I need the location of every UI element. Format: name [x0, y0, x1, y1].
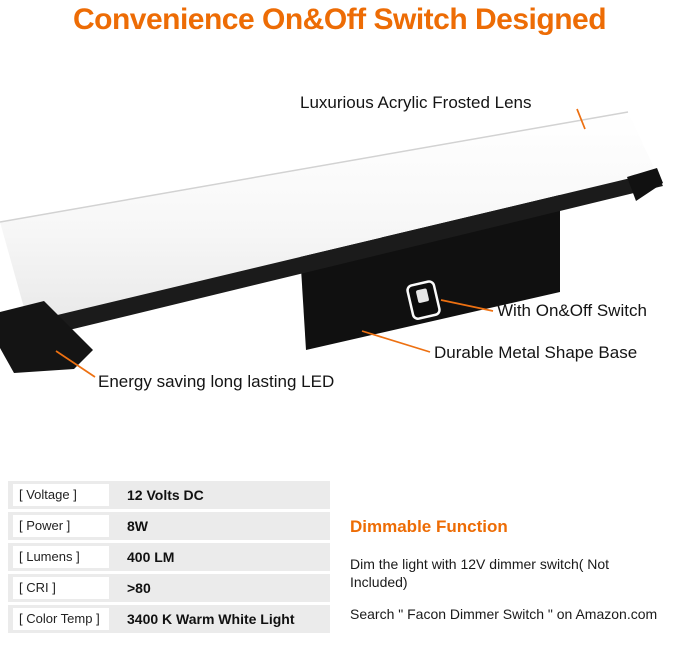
spec-value-cri: >80	[127, 580, 151, 596]
left-end-cap	[0, 301, 93, 373]
metal-base	[300, 192, 560, 350]
leader-line-switch	[440, 299, 494, 312]
spec-value-power: 8W	[127, 518, 148, 534]
annotation-lens: Luxurious Acrylic Frosted Lens	[300, 93, 532, 112]
spec-label-voltage: [ Voltage ]	[13, 484, 109, 506]
spec-label-cri: [ CRI ]	[13, 577, 109, 599]
leader-line-base	[361, 330, 431, 353]
spec-row-color-temp: [ Color Temp ] 3400 K Warm White Light	[8, 605, 330, 633]
annotation-led: Energy saving long lasting LED	[98, 372, 335, 391]
dimmable-section: Dimmable Function Dim the light with 12V…	[350, 517, 670, 638]
leader-line-lens	[576, 108, 586, 130]
spec-label-lumens: [ Lumens ]	[13, 546, 109, 568]
spec-row-voltage: [ Voltage ] 12 Volts DC	[8, 481, 330, 509]
page-title: Convenience On&Off Switch Designed	[72, 3, 607, 36]
dimmable-line-2: Search " Facon Dimmer Switch " on Amazon…	[350, 606, 658, 623]
spec-table: [ Voltage ] 12 Volts DC [ Power ] 8W [ L…	[8, 481, 330, 633]
annotation-base: Durable Metal Shape Base	[434, 343, 638, 362]
spec-row-cri: [ CRI ] >80	[8, 574, 330, 602]
spec-label-power: [ Power ]	[13, 515, 109, 537]
spec-value-color-temp: 3400 K Warm White Light	[127, 611, 295, 627]
spec-row-power: [ Power ] 8W	[8, 512, 330, 540]
lens-top-edge	[0, 111, 629, 223]
leader-line-led	[55, 350, 96, 378]
dimmable-heading: Dimmable Function	[350, 517, 508, 536]
spec-row-lumens: [ Lumens ] 400 LM	[8, 543, 330, 571]
spec-value-lumens: 400 LM	[127, 549, 175, 565]
spec-value-voltage: 12 Volts DC	[127, 487, 204, 503]
frosted-lens	[0, 112, 656, 322]
dimmable-line-1: Dim the light with 12V dimmer switch( No…	[350, 556, 610, 591]
spec-label-color-temp: [ Color Temp ]	[13, 608, 109, 630]
onoff-switch[interactable]	[406, 280, 441, 320]
annotation-switch: With On&Off Switch	[497, 301, 647, 320]
right-end-cap	[627, 168, 663, 201]
